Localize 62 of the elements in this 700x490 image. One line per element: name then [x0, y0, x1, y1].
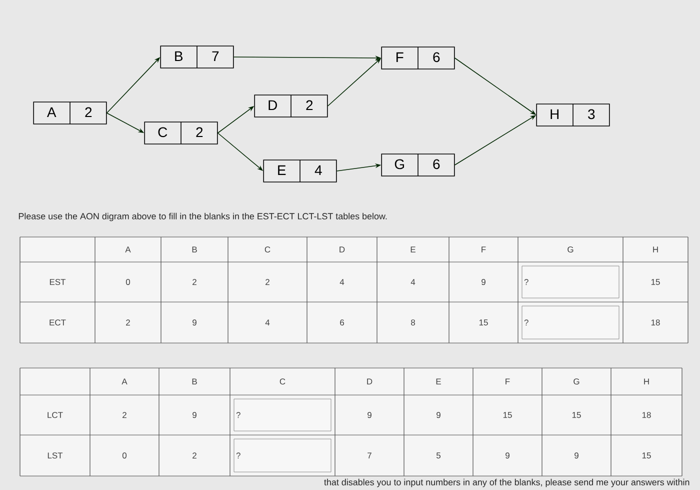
cell-value: 4: [265, 320, 270, 326]
column-header: B: [192, 378, 197, 384]
cell-value: 9: [506, 452, 510, 458]
cell-value: 0: [126, 279, 130, 285]
column-header: E: [436, 378, 441, 384]
activity-box: G 6: [381, 154, 455, 176]
row-header: EST: [50, 279, 66, 285]
cell-value: 18: [642, 412, 651, 418]
input-field: ?: [234, 398, 332, 432]
column-header: C: [280, 378, 286, 384]
activity-box: H 3: [536, 104, 610, 126]
cell-value: 15: [642, 452, 651, 458]
column-header: A: [125, 246, 131, 252]
cell-value: 8: [411, 320, 415, 326]
cell-value: 2: [266, 279, 270, 285]
column-header: B: [192, 246, 197, 252]
cell-value: 9: [574, 452, 578, 458]
column-header: E: [410, 246, 416, 252]
activity-box: B 7: [160, 46, 234, 68]
note-text: that disables you to input numbers in any of the blanks, please send me your answers within: [324, 478, 690, 488]
activity-box: C 2: [144, 122, 218, 144]
cell-value: 9: [436, 412, 440, 418]
column-header: A: [122, 378, 128, 384]
column-header: G: [574, 378, 580, 384]
activity-box: A 2: [33, 102, 107, 124]
cell-value: 15: [651, 279, 660, 285]
cell-value: 7: [368, 452, 372, 458]
column-header: H: [653, 246, 658, 252]
cell-value: 9: [482, 279, 486, 285]
column-header: F: [506, 378, 510, 384]
cell-value: 0: [122, 452, 127, 458]
column-header: D: [340, 246, 345, 252]
cell-value: 2: [192, 279, 196, 285]
cell-value: 9: [192, 412, 196, 418]
cell-value: 9: [368, 412, 372, 418]
cell-value: 5: [436, 452, 440, 458]
input-field: ?: [522, 266, 620, 298]
activity-box: D 2: [254, 94, 328, 118]
cell-value: 9: [192, 320, 196, 326]
cell-value: 15: [572, 412, 581, 418]
input-field: ?: [522, 306, 620, 340]
cell-value: 6: [340, 320, 344, 326]
row-header: LCT: [48, 412, 63, 418]
column-header: G: [568, 246, 574, 252]
column-header: C: [264, 246, 270, 252]
cell-value: 4: [340, 279, 344, 285]
column-header: D: [367, 378, 372, 384]
input-field: ?: [234, 438, 332, 472]
row-header: LST: [48, 452, 63, 458]
cell-value: 2: [126, 320, 130, 326]
cell-value: 18: [651, 320, 660, 326]
cell-value: 4: [410, 279, 416, 285]
cell-value: 15: [503, 412, 512, 418]
cell-value: 2: [192, 452, 196, 458]
cell-value: 15: [479, 320, 488, 326]
row-header: ECT: [50, 320, 66, 326]
cell-value: 2: [122, 412, 126, 418]
instruction-text: Please use the AON digram above to fill in the blanks in the EST-ECT LCT-LST tables below.: [18, 212, 387, 222]
column-header: H: [644, 378, 649, 384]
column-header: F: [482, 246, 486, 252]
activity-box: E 4: [263, 160, 337, 182]
activity-box: F 6: [381, 46, 455, 70]
